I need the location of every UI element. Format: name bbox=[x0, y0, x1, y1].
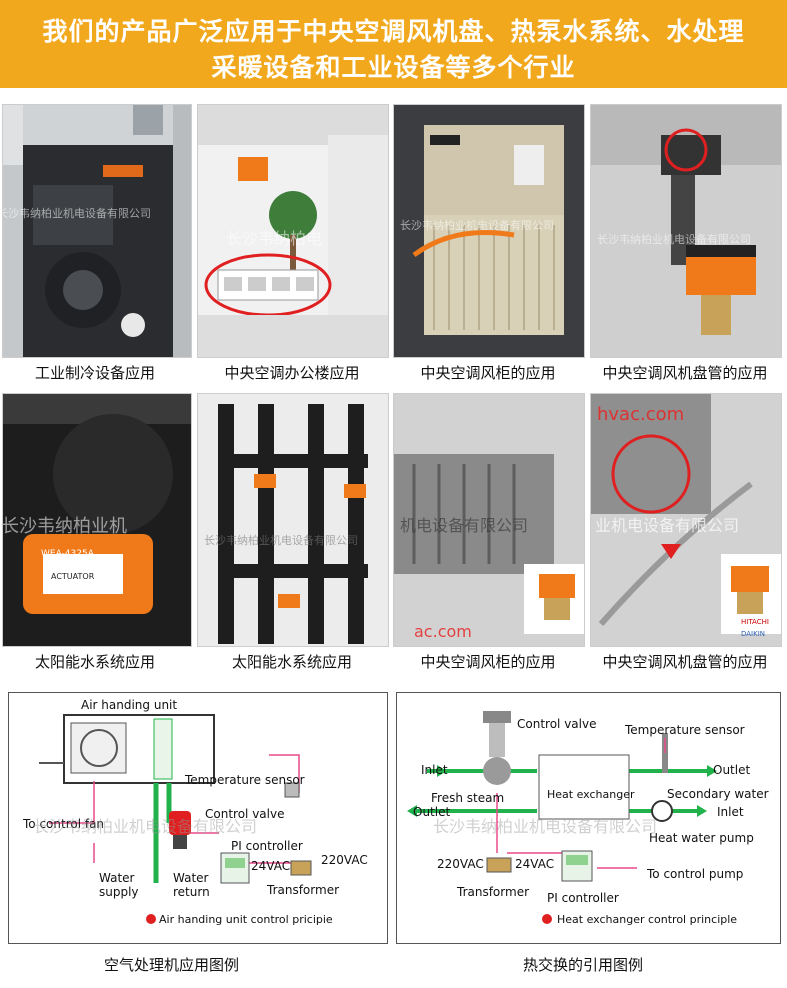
fan-coil-2-illustration bbox=[591, 394, 781, 646]
right-diagram-caption: 热交换的引用图例 bbox=[523, 956, 644, 974]
label-to-control-pump: To control pump bbox=[647, 867, 744, 881]
heat-exchanger-schematic bbox=[407, 711, 717, 924]
top-banner: 我们的产品广泛应用于中央空调风机盘、热泵水系统、水处理 采暖设备和工业设备等多个… bbox=[0, 0, 787, 88]
watermark: 长沙韦纳柏业机电设备有限公司 bbox=[597, 233, 751, 246]
banner-line-2: 采暖设备和工业设备等多个行业 bbox=[211, 53, 576, 82]
label-secondary-water: Secondary water bbox=[667, 787, 769, 801]
refrigeration-unit-illustration bbox=[3, 105, 191, 357]
label-outlet-right: Outlet bbox=[713, 763, 751, 777]
solar-valve-illustration bbox=[3, 394, 191, 646]
label-control-valve: Control valve bbox=[517, 717, 597, 731]
watermark: 长沙韦纳柏业机电设备有限公司 bbox=[433, 817, 658, 836]
caption: 太阳能水系统应用 bbox=[231, 653, 352, 671]
caption: 中央空调风柜的应用 bbox=[420, 364, 556, 382]
label-outlet-left: Outlet bbox=[413, 805, 451, 819]
label-pi-controller: PI controller bbox=[231, 839, 303, 853]
label-24vac: 24VAC bbox=[251, 859, 291, 873]
air-handling-diagram: Air handing unit Temperature sensor To c… bbox=[8, 692, 388, 944]
photo-solar-water-1: WEA-4325A ACTUATOR 长沙韦纳柏业机 bbox=[2, 393, 192, 647]
label-220vac: 220VAC bbox=[321, 853, 368, 867]
fan-coil-illustration bbox=[591, 105, 781, 357]
label-transformer: Transformer bbox=[267, 883, 340, 897]
label-inlet-right: Inlet bbox=[717, 805, 744, 819]
photo-solar-water-2: 长沙韦纳柏业机电设备有限公司 bbox=[197, 393, 389, 647]
label-temperature-sensor: Temperature sensor bbox=[185, 773, 305, 787]
watermark: 长沙韦纳柏电 bbox=[226, 229, 323, 248]
air-cabinet-illustration bbox=[394, 105, 584, 357]
photo-air-cabinet-2: 机电设备有限公司 ac.com bbox=[393, 393, 585, 647]
banner-line-1: 我们的产品广泛应用于中央空调风机盘、热泵水系统、水处理 bbox=[42, 17, 745, 46]
heat-exchanger-diagram: Control valve Temperature sensor Inlet H… bbox=[396, 692, 781, 944]
label-water-return: Water return bbox=[173, 871, 210, 899]
hitachi-logo-text: HITACHI bbox=[741, 618, 769, 626]
watermark: 机电设备有限公司 bbox=[400, 516, 529, 535]
label-transformer: Transformer bbox=[457, 885, 530, 899]
caption: 中央空调办公楼应用 bbox=[224, 364, 360, 382]
label-pi-controller: PI controller bbox=[547, 891, 619, 905]
watermark-url: ac.com bbox=[414, 622, 472, 641]
watermark: 长沙韦纳柏业机电设备有限公司 bbox=[2, 207, 151, 220]
label-heat-exchanger: Heat exchanger bbox=[547, 788, 635, 801]
air-cabinet-2-illustration bbox=[394, 394, 584, 646]
label-inlet: Inlet bbox=[421, 763, 448, 777]
watermark: 长沙韦纳柏业机电设备有限公司 bbox=[400, 219, 554, 232]
caption: 太阳能水系统应用 bbox=[34, 653, 155, 671]
left-diagram-caption: 空气处理机应用图例 bbox=[104, 956, 240, 974]
pipe-system-illustration bbox=[198, 394, 388, 646]
watermark: 长沙韦纳柏业机 bbox=[2, 516, 127, 537]
diagram-legend: Air handing unit control pricipie bbox=[159, 913, 333, 926]
photo-fan-coil: 长沙韦纳柏业机电设备有限公司 bbox=[590, 104, 782, 358]
daikin-logo-text: DAIKIN bbox=[741, 630, 766, 638]
label-temperature-sensor: Temperature sensor bbox=[625, 723, 745, 737]
actuator-label: ACTUATOR bbox=[51, 572, 95, 581]
label-control-valve: Control valve bbox=[205, 807, 285, 821]
label-heat-water-pump: Heat water pump bbox=[649, 831, 754, 845]
photo-office-building: 长沙韦纳柏电 bbox=[197, 104, 389, 358]
office-illustration bbox=[198, 105, 388, 357]
caption: 工业制冷设备应用 bbox=[34, 364, 155, 382]
product-label: WEA-4325A bbox=[41, 549, 94, 559]
watermark: 业机电设备有限公司 bbox=[595, 516, 740, 535]
photo-industrial-refrigeration: 长沙韦纳柏业机电设备有限公司 bbox=[2, 104, 192, 358]
label-air-handling-unit: Air handing unit bbox=[81, 698, 178, 712]
caption: 中央空调风柜的应用 bbox=[420, 653, 556, 671]
caption: 中央空调风机盘管的应用 bbox=[602, 653, 768, 671]
label-fresh-steam: Fresh steam bbox=[431, 791, 505, 805]
photo-air-cabinet: 长沙韦纳柏业机电设备有限公司 bbox=[393, 104, 585, 358]
watermark: 长沙韦纳柏业机电设备有限公司 bbox=[33, 817, 258, 836]
caption: 中央空调风机盘管的应用 bbox=[602, 364, 768, 382]
label-to-control-fan: To control fan bbox=[23, 817, 105, 831]
watermark: 长沙韦纳柏业机电设备有限公司 bbox=[204, 534, 358, 547]
photo-fan-coil-2: hvac.com 业机电设备有限公司 HITACHI DAIKIN bbox=[590, 393, 782, 647]
label-24vac: 24VAC bbox=[515, 857, 555, 871]
label-220vac: 220VAC bbox=[437, 857, 484, 871]
air-handling-schematic bbox=[39, 714, 312, 924]
label-water-supply: Water supply bbox=[99, 871, 139, 899]
watermark-url: hvac.com bbox=[597, 404, 685, 425]
diagram-legend: Heat exchanger control principle bbox=[557, 913, 738, 926]
